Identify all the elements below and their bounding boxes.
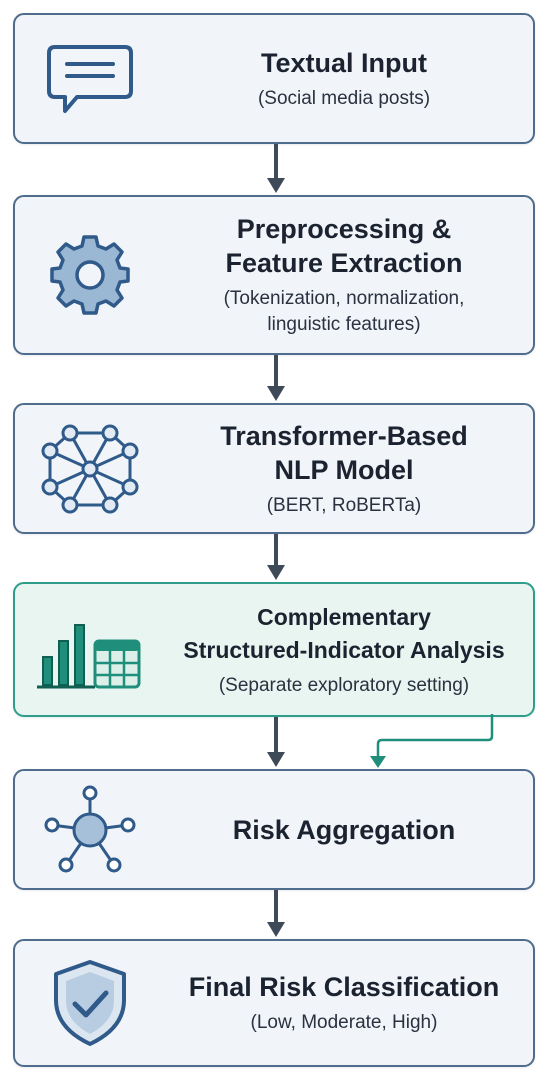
step-subtitle: (Social media posts): [257, 87, 431, 109]
step-text: Final Risk Classification (Low, Moderate…: [155, 941, 533, 1065]
step-title: Complementary Structured-Indicator Analy…: [183, 603, 505, 663]
step-final-risk-classification: Final Risk Classification (Low, Moderate…: [13, 939, 535, 1067]
network-icon: [15, 405, 165, 532]
step-structured-indicator-analysis: Complementary Structured-Indicator Analy…: [13, 582, 535, 717]
step-text: Transformer-Based NLP Model (BERT, RoBER…: [155, 405, 533, 532]
side-connector-arrow: [370, 714, 494, 768]
step-title: Textual Input: [261, 47, 427, 78]
flow-arrow: [266, 144, 286, 195]
step-subtitle: (Separate exploratory setting): [218, 674, 470, 696]
step-risk-aggregation: Risk Aggregation: [13, 769, 535, 890]
step-title: Risk Aggregation: [232, 814, 456, 845]
step-subtitle: (Low, Moderate, High): [250, 1012, 438, 1033]
step-text: Textual Input (Social media posts): [155, 15, 533, 142]
gear-icon: [15, 197, 165, 353]
step-text: Risk Aggregation: [155, 771, 533, 888]
shield-check-icon: [15, 941, 165, 1065]
step-title: Preprocessing & Feature Extraction: [225, 214, 463, 278]
step-text: Preprocessing & Feature Extraction (Toke…: [155, 197, 533, 353]
step-preprocessing: Preprocessing & Feature Extraction (Toke…: [13, 195, 535, 355]
flow-arrow: [266, 534, 286, 582]
flow-arrow: [266, 355, 286, 403]
chat-bubble-icon: [15, 15, 165, 142]
hub-node-icon: [15, 771, 165, 888]
step-transformer-model: Transformer-Based NLP Model (BERT, RoBER…: [13, 403, 535, 534]
flow-arrow: [266, 890, 286, 939]
bar-chart-table-icon: [15, 584, 165, 715]
step-subtitle: (BERT, RoBERTa): [266, 494, 422, 516]
step-subtitle: (Tokenization, normalization, linguistic…: [223, 288, 465, 335]
step-text: Complementary Structured-Indicator Analy…: [155, 584, 533, 715]
step-title: Transformer-Based NLP Model: [220, 420, 468, 485]
flow-arrow: [266, 717, 286, 769]
step-textual-input: Textual Input (Social media posts): [13, 13, 535, 144]
step-title: Final Risk Classification: [188, 972, 500, 1002]
